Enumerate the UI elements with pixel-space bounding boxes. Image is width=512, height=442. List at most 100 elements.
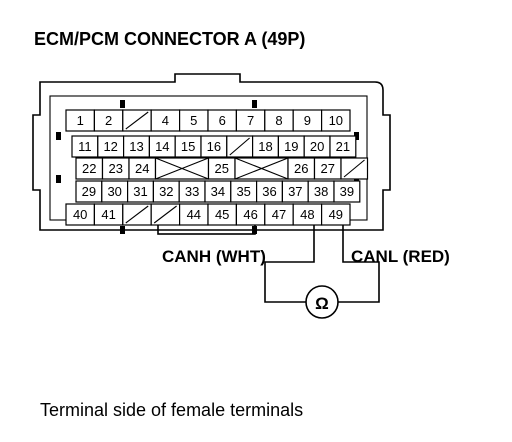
- pin-48: 48: [292, 203, 323, 226]
- pin-5: 5: [179, 109, 209, 132]
- pin-label: 12: [103, 139, 117, 154]
- pin-7: 7: [235, 109, 266, 132]
- pin-label: 1: [77, 113, 84, 128]
- empty-cavity: [122, 109, 152, 132]
- pin-label: 23: [109, 161, 123, 176]
- pin-label: 47: [272, 207, 286, 222]
- pin-25: 25: [207, 157, 236, 180]
- pin-label: 14: [155, 139, 169, 154]
- pin-label: 38: [314, 184, 328, 199]
- pin-39: 39: [333, 180, 361, 203]
- pin-label: 33: [185, 184, 199, 199]
- pin-label: 36: [262, 184, 276, 199]
- pin-label: 41: [101, 207, 115, 222]
- pin-10: 10: [321, 109, 351, 132]
- pin-8: 8: [264, 109, 294, 132]
- pin-label: 32: [159, 184, 173, 199]
- pin-11: 11: [71, 135, 99, 158]
- pin-20: 20: [303, 135, 331, 158]
- empty-cavity: [150, 203, 181, 226]
- pin-37: 37: [281, 180, 309, 203]
- pin-32: 32: [152, 180, 180, 203]
- pin-label: 2: [105, 113, 112, 128]
- pin-35: 35: [230, 180, 258, 203]
- pin-4: 4: [150, 109, 181, 132]
- pin-label: 27: [321, 161, 335, 176]
- pin-label: 22: [82, 161, 96, 176]
- pin-label: 8: [275, 113, 282, 128]
- pin-label: 48: [300, 207, 314, 222]
- pin-label: 19: [284, 139, 298, 154]
- pin-label: 18: [258, 139, 272, 154]
- pin-22: 22: [75, 157, 104, 180]
- canh-label: CANH (WHT): [162, 247, 266, 266]
- pin-38: 38: [307, 180, 335, 203]
- pin-18: 18: [252, 135, 280, 158]
- ohmmeter-icon: [305, 285, 339, 319]
- pin-label: 34: [211, 184, 225, 199]
- empty-cavity: [226, 135, 254, 158]
- pin-label: 31: [133, 184, 147, 199]
- pin-1: 1: [65, 109, 95, 132]
- blocked-cavity: [154, 157, 210, 180]
- pin-label: 37: [288, 184, 302, 199]
- empty-cavity: [340, 157, 369, 180]
- pin-46: 46: [235, 203, 266, 226]
- canl-label: CANL (RED): [351, 247, 450, 266]
- pin-label: 24: [135, 161, 149, 176]
- pin-2: 2: [93, 109, 124, 132]
- pin-label: 49: [329, 207, 343, 222]
- pin-label: 10: [329, 113, 343, 128]
- pin-label: 11: [78, 139, 92, 154]
- pin-label: 25: [215, 161, 229, 176]
- probe-wiring: Ω: [264, 225, 380, 319]
- pin-33: 33: [178, 180, 206, 203]
- caption: Terminal side of female terminals: [40, 400, 303, 420]
- pin-15: 15: [174, 135, 202, 158]
- pin-40: 40: [65, 203, 95, 226]
- pin-30: 30: [101, 180, 129, 203]
- pin-6: 6: [207, 109, 237, 132]
- pin-label: 39: [340, 184, 354, 199]
- pin-label: 16: [207, 139, 221, 154]
- pin-19: 19: [277, 135, 305, 158]
- pin-label: 21: [336, 139, 350, 154]
- pin-label: 45: [215, 207, 229, 222]
- pin-16: 16: [200, 135, 228, 158]
- pin-label: 4: [162, 113, 169, 128]
- empty-cavity: [122, 203, 152, 226]
- pin-36: 36: [256, 180, 284, 203]
- pin-27: 27: [313, 157, 342, 180]
- pin-44: 44: [179, 203, 209, 226]
- pin-29: 29: [75, 180, 103, 203]
- pin-49: 49: [321, 203, 351, 226]
- pin-label: 13: [129, 139, 143, 154]
- pin-12: 12: [97, 135, 125, 158]
- pin-label: 5: [190, 113, 197, 128]
- pin-label: 46: [243, 207, 257, 222]
- pin-label: 9: [304, 113, 311, 128]
- pin-23: 23: [101, 157, 130, 180]
- pin-14: 14: [148, 135, 176, 158]
- pin-31: 31: [126, 180, 154, 203]
- canl-lead: [338, 225, 380, 303]
- pin-9: 9: [292, 109, 323, 132]
- pin-label: 26: [294, 161, 308, 176]
- pin-45: 45: [207, 203, 237, 226]
- pin-label: 15: [181, 139, 195, 154]
- pin-47: 47: [264, 203, 294, 226]
- pin-label: 29: [82, 184, 96, 199]
- diagram-title: ECM/PCM CONNECTOR A (49P): [34, 29, 305, 49]
- pin-24: 24: [128, 157, 157, 180]
- pin-21: 21: [329, 135, 357, 158]
- pin-label: 40: [73, 207, 87, 222]
- pin-label: 44: [187, 207, 201, 222]
- pin-13: 13: [122, 135, 150, 158]
- pin-label: 6: [219, 113, 226, 128]
- ohm-symbol: Ω: [315, 294, 329, 313]
- pin-label: 20: [310, 139, 324, 154]
- pin-label: 35: [236, 184, 250, 199]
- pin-41: 41: [93, 203, 124, 226]
